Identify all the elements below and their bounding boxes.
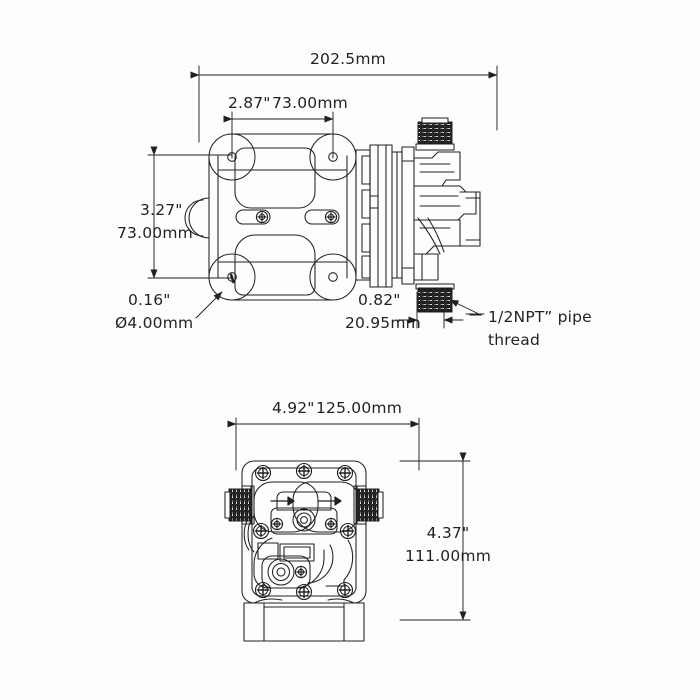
label-front-width-mm: 125.00mm [316, 399, 402, 417]
label-npt-thread-line2: thread [488, 331, 540, 349]
label-hole-spacing-mm: 73.00mm [272, 94, 348, 112]
dim-front-width [227, 417, 420, 471]
side-view-group [147, 65, 498, 329]
label-mount-height-inch: 3.27" [140, 201, 183, 219]
label-npt-thread-line1: 1/2NPT” pipe [488, 308, 592, 326]
label-port-length-mm: 20.95mm [345, 314, 421, 332]
bracket-screw-left [235, 209, 271, 225]
label-front-height-mm: 111.00mm [405, 547, 491, 565]
label-overall-length: 202.5mm [310, 50, 386, 68]
bracket-screw-right [304, 209, 340, 225]
label-hole-spacing-inch: 2.87" [228, 94, 271, 112]
flow-arrow-icon-left [270, 496, 295, 506]
port-thread-right-front [353, 485, 384, 525]
label-front-width-inch: 4.92" [272, 399, 315, 417]
label-hole-dia-mm: Ø4.00mm [115, 314, 193, 332]
port-thread-top [415, 117, 455, 151]
port-thread-bottom [415, 283, 455, 313]
base-plate [243, 598, 365, 642]
motor-body [355, 144, 403, 288]
label-mount-height-mm: 73.00mm [117, 224, 193, 242]
leader-hole-dia [195, 291, 223, 319]
label-hole-dia-inch: 0.16" [128, 291, 171, 309]
dim-front-height [399, 452, 471, 621]
dim-hole-spacing [223, 111, 334, 159]
front-view-group [224, 417, 471, 642]
leader-npt-thread [449, 299, 482, 316]
port-thread-left-front [224, 485, 255, 525]
pump-front-housing [241, 460, 367, 604]
label-front-height-inch: 4.37" [427, 524, 470, 542]
mounting-bracket [184, 133, 357, 301]
pump-head [401, 146, 481, 285]
label-port-length-inch: 0.82" [358, 291, 401, 309]
dim-overall-length [190, 65, 498, 143]
flow-arrow-icon-right [317, 496, 342, 506]
